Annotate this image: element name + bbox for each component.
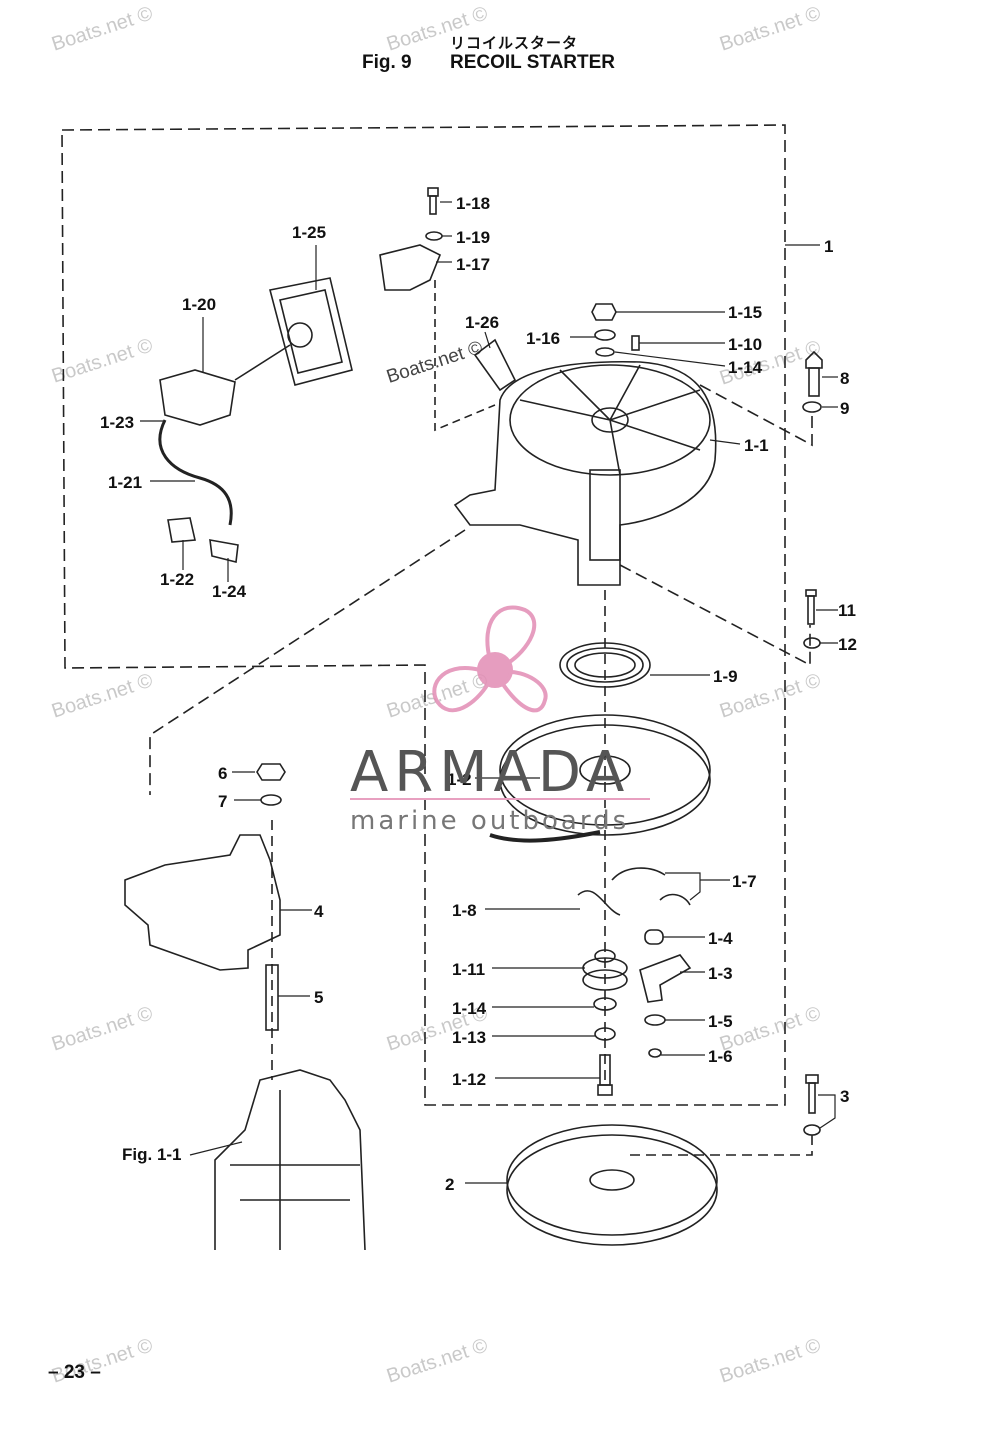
page-number: – 23 – (48, 1362, 101, 1383)
callout: 1-2 (447, 770, 472, 789)
part-1-9-recoil-spring (559, 642, 651, 688)
part-1-16-washer (594, 329, 616, 341)
callout: 1-15 (728, 303, 762, 322)
leader-dashed (434, 280, 496, 432)
part-3-bolt (805, 1074, 819, 1114)
part-1-14-washer (593, 997, 617, 1011)
callout: 1-12 (452, 1070, 486, 1089)
part-1-14-washer (595, 347, 615, 357)
callout: 5 (314, 988, 323, 1007)
part-1-3-pawl (639, 954, 692, 1003)
callout: 1-10 (728, 335, 762, 354)
part-9-washer (802, 401, 822, 413)
part-2-starter-pulley (506, 1124, 718, 1246)
brand-name: ARMADA (350, 740, 631, 805)
part-1-19-washer (425, 231, 443, 241)
part-1-26-bushing (473, 338, 517, 392)
callout: Fig. 1-1 (122, 1145, 182, 1164)
callout: 1-9 (713, 667, 738, 686)
part-1-17-bracket (379, 244, 442, 291)
figure-title: RECOIL STARTER (450, 52, 616, 73)
callout: 1-11 (452, 960, 485, 979)
figure-header: リコイルスタータ Fig. 9 RECOIL STARTER (360, 30, 660, 80)
callout: 1-16 (526, 329, 560, 348)
part-1-2-reel (489, 714, 711, 843)
callout: 1-5 (708, 1012, 733, 1031)
part-1-20-stop-switch (159, 369, 236, 426)
part-1-21-wire (158, 419, 233, 526)
part-1-1-starter-case (453, 360, 717, 586)
callout: 1-14 (452, 999, 487, 1018)
callout: 11 (838, 601, 856, 620)
part-1-25-stop-switch-housing (269, 277, 353, 386)
part-1-22-terminal (167, 517, 196, 543)
callout: 1-17 (456, 255, 490, 274)
part-7-washer (260, 794, 282, 806)
callout: 1-21 (108, 473, 142, 492)
callout: 3 (840, 1087, 849, 1106)
propeller-logo (432, 605, 548, 713)
callout: 1-6 (708, 1047, 733, 1066)
callout: 1-1 (744, 436, 769, 455)
figure-number: Fig. 9 (362, 52, 412, 73)
engine-block-fragment (214, 1069, 366, 1251)
leader-dashed (149, 529, 466, 795)
brand-underline (350, 798, 650, 800)
part-8-bolt (805, 350, 823, 397)
part-1-5-washer (644, 1014, 666, 1026)
callout: 2 (445, 1175, 454, 1194)
part-1-12-bolt (597, 1054, 613, 1096)
part-1-7-spring (611, 867, 691, 906)
part-4-bracket (124, 834, 281, 971)
part-11-bolt (805, 589, 817, 625)
callout: 1-19 (456, 228, 490, 247)
part-1-24-terminal (209, 539, 239, 563)
callout: 4 (314, 902, 324, 921)
callout: 1-20 (182, 295, 216, 314)
leader-lines (140, 201, 838, 1184)
callout: 1-25 (292, 223, 326, 242)
part-6-nut (256, 763, 286, 781)
callout: 1-4 (708, 929, 733, 948)
part-1-4-collar (644, 929, 664, 945)
callout: 1-24 (212, 582, 247, 601)
part-1-8-spring (577, 890, 621, 916)
callout: 1-23 (100, 413, 134, 432)
part-1-6-clip (648, 1048, 662, 1058)
brand-tagline: marine outboards (350, 806, 630, 836)
part-1-13-washer (594, 1027, 616, 1041)
figure-title-japanese: リコイルスタータ (450, 35, 579, 52)
leader-dashed (619, 564, 811, 667)
callout: 1 (824, 237, 833, 256)
callout: 8 (840, 369, 849, 388)
part-1-10-pin (631, 335, 640, 351)
leader-dashed (630, 1130, 813, 1156)
callout: 12 (838, 635, 857, 654)
callout: 6 (218, 764, 227, 783)
part-5-stud (265, 964, 279, 1031)
callout-labels: 1-18 1-19 1-17 1-25 1-26 1-20 1-23 1-21 … (100, 194, 857, 1194)
part-1-18-bolt (427, 187, 439, 215)
callout: 9 (840, 399, 849, 418)
callout: 1-8 (452, 901, 477, 920)
callout: 1-22 (160, 570, 194, 589)
callout: 7 (218, 792, 227, 811)
callout: 1-26 (465, 313, 499, 332)
part-3-washer (803, 1124, 821, 1136)
callout: 1-13 (452, 1028, 486, 1047)
callout: 1-3 (708, 964, 733, 983)
part-1-15-nut (591, 303, 617, 321)
part-12-washer (803, 637, 821, 649)
callout: 1-14 (728, 358, 763, 377)
callout: 1-18 (456, 194, 490, 213)
assembly-boundary (61, 124, 786, 1106)
callout: 1-7 (732, 872, 757, 891)
leader-dashed (699, 384, 813, 447)
